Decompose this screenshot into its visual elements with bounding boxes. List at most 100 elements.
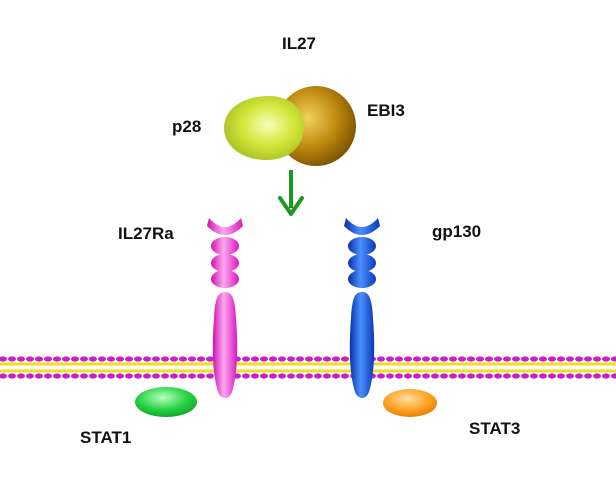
lipid-head [260, 356, 268, 362]
lipid-head [17, 356, 25, 362]
lipid-head [305, 373, 313, 379]
lipid-head [602, 356, 610, 362]
lipid-head [287, 373, 295, 379]
lipid-head [206, 373, 214, 379]
lipid-head [161, 373, 169, 379]
lipid-head [611, 373, 616, 379]
lipid-head [161, 356, 169, 362]
lipid-head [8, 356, 16, 362]
lipid-head [152, 373, 160, 379]
lipid-head [134, 373, 142, 379]
lipid-head [17, 373, 25, 379]
lipid-head [539, 373, 547, 379]
lipid-head [206, 356, 214, 362]
lipid-head [485, 373, 493, 379]
lipid-head [287, 356, 295, 362]
lipid-head [305, 356, 313, 362]
lipid-head [584, 373, 592, 379]
lipid-head [440, 356, 448, 362]
lipid-head [314, 356, 322, 362]
lipid-head [260, 373, 268, 379]
lipid-head [503, 373, 511, 379]
lipid-head [341, 356, 349, 362]
lipid-head [44, 356, 52, 362]
lipid-head [422, 373, 430, 379]
lipid-head [278, 356, 286, 362]
lipid-head [152, 356, 160, 362]
lipid-head [170, 356, 178, 362]
lipid-head [269, 356, 277, 362]
lipid-head [503, 356, 511, 362]
il27-ligand [224, 86, 356, 166]
lipid-head [188, 373, 196, 379]
lipid-head [179, 373, 187, 379]
lipid-head [269, 373, 277, 379]
membrane-heads-outer [0, 356, 616, 362]
lipid-head [467, 373, 475, 379]
lipid-head [386, 373, 394, 379]
lipid-head [512, 373, 520, 379]
lipid-head [197, 356, 205, 362]
lipid-head [143, 356, 151, 362]
lipid-head [116, 373, 124, 379]
il27-label: IL27 [282, 34, 317, 53]
lipid-head [314, 373, 322, 379]
lipid-head [377, 373, 385, 379]
lipid-head [296, 373, 304, 379]
lipid-head [0, 356, 7, 362]
il27ra-label: IL27Ra [118, 224, 174, 243]
lipid-head [44, 373, 52, 379]
lipid-head [0, 373, 7, 379]
lipid-head [35, 373, 43, 379]
lipid-head [89, 356, 97, 362]
lipid-head [449, 356, 457, 362]
lipid-head [134, 356, 142, 362]
lipid-head [8, 373, 16, 379]
lipid-head [125, 356, 133, 362]
lipid-head [53, 373, 61, 379]
lipid-head [251, 356, 259, 362]
lipid-head [476, 356, 484, 362]
lipid-head [575, 356, 583, 362]
lipid-head [98, 356, 106, 362]
lipid-head [413, 356, 421, 362]
lipid-head [125, 373, 133, 379]
lipid-head [584, 356, 592, 362]
lipid-head [143, 373, 151, 379]
lipid-head [512, 356, 520, 362]
lipid-head [431, 373, 439, 379]
p28-subunit [224, 96, 304, 160]
lipid-head [593, 356, 601, 362]
lipid-head [521, 373, 529, 379]
lipid-head [323, 356, 331, 362]
lipid-head [377, 356, 385, 362]
lipid-head [107, 356, 115, 362]
p28-label: p28 [172, 117, 202, 136]
lipid-head [431, 356, 439, 362]
lipid-head [467, 356, 475, 362]
lipid-head [458, 373, 466, 379]
gp130-label: gp130 [432, 222, 482, 241]
lipid-head [323, 373, 331, 379]
lipid-head [413, 373, 421, 379]
lipid-head [557, 356, 565, 362]
lipid-head [332, 356, 340, 362]
lipid-head [242, 373, 250, 379]
lipid-head [71, 356, 79, 362]
binding-arrow [278, 170, 304, 216]
membrane-heads-inner [0, 373, 616, 379]
lipid-head [611, 356, 616, 362]
ebi3-label: EBI3 [367, 101, 405, 120]
lipid-head [539, 356, 547, 362]
lipid-head [548, 356, 556, 362]
lipid-head [296, 356, 304, 362]
lipid-head [80, 373, 88, 379]
lipid-head [449, 373, 457, 379]
lipid-head [53, 356, 61, 362]
lipid-head [575, 373, 583, 379]
lipid-head [80, 356, 88, 362]
lipid-head [404, 373, 412, 379]
lipid-head [89, 373, 97, 379]
lipid-head [35, 356, 43, 362]
